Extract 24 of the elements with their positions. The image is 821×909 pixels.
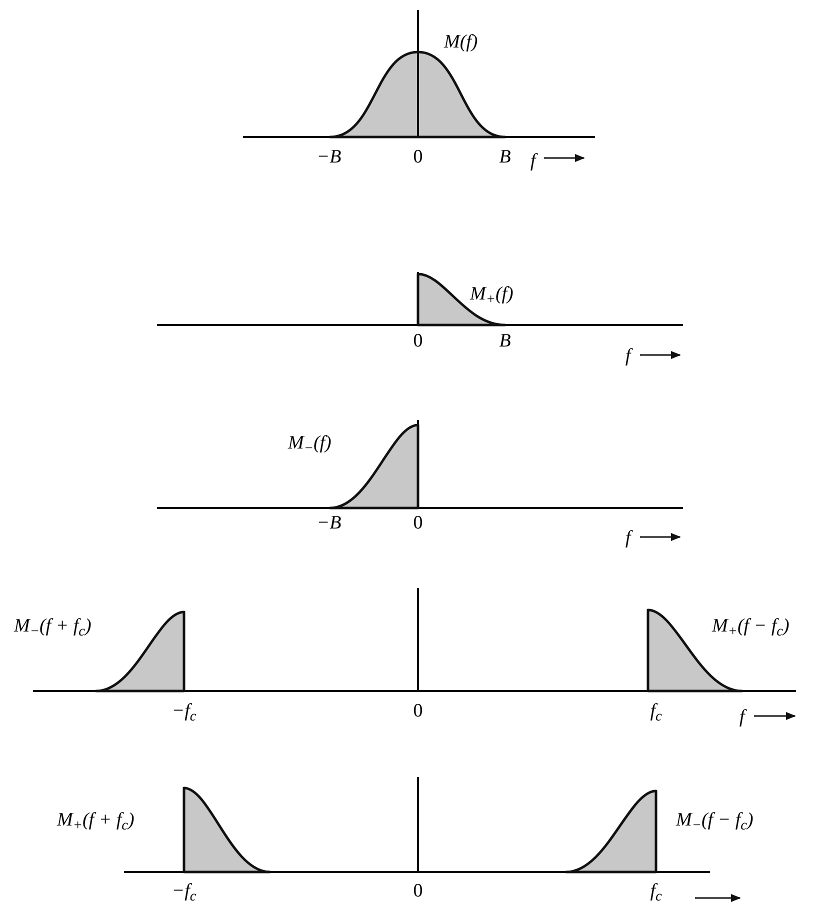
axis-label: f <box>530 152 536 170</box>
function-label: M$_{+}$(f) <box>470 284 514 304</box>
tick-label: −B <box>316 148 342 166</box>
tick-label: −f$_{c}$ <box>172 882 196 900</box>
function-label: M$_{−}$(f − f$_{c}$) <box>676 810 754 830</box>
function-label: M$_{−}$(f + f$_{c}$) <box>14 616 92 636</box>
tick-label: 0 <box>413 702 423 720</box>
function-label: M(f) <box>444 32 478 52</box>
axis-label: f <box>625 346 631 366</box>
tick-label: 0 <box>413 514 423 532</box>
tick-label: f$_{c}$ <box>650 882 662 900</box>
tick-label: 0 <box>413 882 423 900</box>
tick-label: 0 <box>413 332 423 350</box>
tick-label: f$_{c}$ <box>650 702 662 720</box>
tick-label: B <box>499 148 511 166</box>
function-label: M$_{−}$(f) <box>288 434 332 452</box>
axis-label: f <box>739 708 745 726</box>
tick-label: B <box>499 332 511 350</box>
axis-label: f <box>625 528 631 548</box>
tick-label: −B <box>316 514 342 532</box>
function-label: M$_{+}$(f + f$_{c}$) <box>57 810 134 830</box>
function-label: M$_{+}$(f − f$_{c}$) <box>712 616 790 636</box>
tick-label: 0 <box>413 148 423 166</box>
tick-label: −f$_{c}$ <box>172 702 196 720</box>
